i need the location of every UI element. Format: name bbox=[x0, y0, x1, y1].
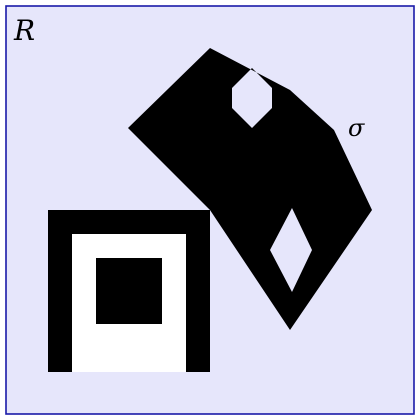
square-center-block bbox=[96, 258, 162, 324]
region-r-label: R bbox=[13, 14, 35, 47]
sigma-label: σ bbox=[348, 114, 365, 142]
square-figure bbox=[48, 210, 210, 372]
sigma-shape bbox=[128, 48, 372, 330]
